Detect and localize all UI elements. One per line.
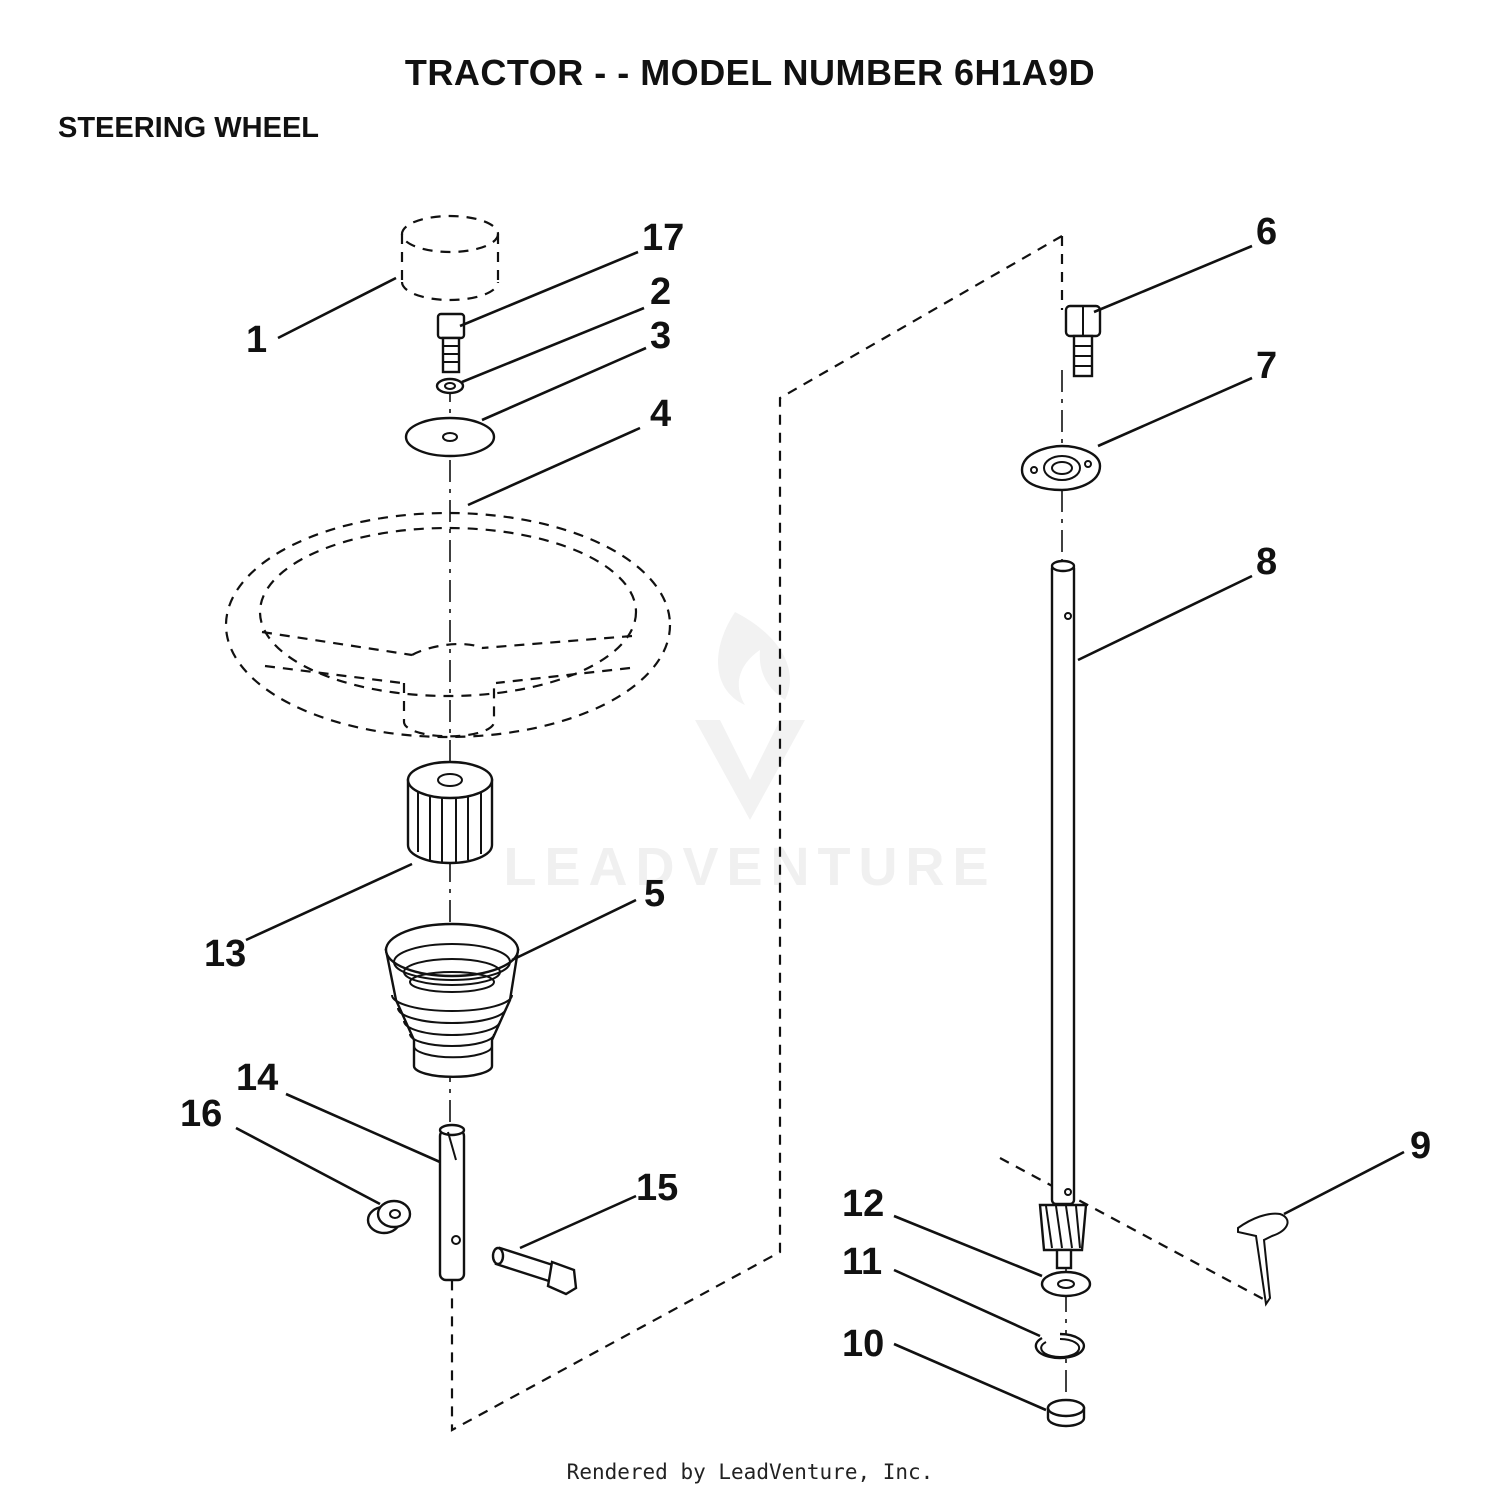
dash-to-part-9 (999, 1157, 1266, 1301)
callout-10: 10 (842, 1323, 884, 1365)
part-10-cap (1046, 1398, 1086, 1428)
part-7-flange-bearing (1020, 444, 1102, 492)
callout-4: 4 (650, 393, 671, 435)
part-1-cap (400, 214, 500, 302)
part-14-shaft (438, 1123, 466, 1282)
part-12-washer (1040, 1270, 1092, 1298)
callout-17: 17 (642, 217, 684, 259)
callout-15: 15 (636, 1167, 678, 1209)
part-2-lock-washer (435, 377, 465, 395)
part-11-retaining-ring (1034, 1332, 1086, 1360)
part-4-steering-wheel (224, 511, 672, 739)
leadventure-watermark: LEADVENTURE (503, 612, 996, 897)
part-17-bolt (436, 312, 466, 374)
callout-12: 12 (842, 1183, 884, 1225)
callout-labels: 1 2 3 4 5 6 7 8 9 10 11 12 13 14 15 16 1… (180, 211, 1431, 1365)
steering-pinion-gear (1038, 1203, 1088, 1270)
callout-5: 5 (644, 873, 665, 915)
callout-13: 13 (204, 933, 246, 975)
callout-6: 6 (1256, 211, 1277, 253)
part-15-bolt (491, 1246, 578, 1296)
assembly-boundary-line (450, 235, 1063, 1432)
page-title: TRACTOR - - MODEL NUMBER 6H1A9D (404, 52, 1096, 93)
part-6-bolt (1064, 304, 1102, 378)
callout-16: 16 (180, 1093, 222, 1135)
part-16-nut (366, 1199, 412, 1235)
footer-credit: Rendered by LeadVenture, Inc. (566, 1460, 934, 1484)
callout-3: 3 (650, 315, 671, 357)
section-title: STEERING WHEEL (58, 112, 320, 144)
callout-1: 1 (246, 319, 267, 361)
part-13-splined-adapter (406, 760, 494, 865)
part-3-flat-washer (404, 416, 496, 458)
part-9-clip (1237, 1212, 1289, 1307)
callout-8: 8 (1256, 541, 1277, 583)
callout-7: 7 (1256, 345, 1277, 387)
part-8-steering-shaft (1050, 559, 1076, 1206)
callout-14: 14 (236, 1057, 278, 1099)
callout-9: 9 (1410, 1125, 1431, 1167)
callout-11: 11 (842, 1241, 882, 1283)
part-5-boot (384, 922, 520, 1079)
watermark-flame-icon (718, 612, 790, 705)
watermark-v-icon (695, 720, 805, 820)
watermark-text: LEADVENTURE (503, 837, 996, 897)
leader-lines (235, 244, 1405, 1412)
callout-2: 2 (650, 271, 671, 313)
